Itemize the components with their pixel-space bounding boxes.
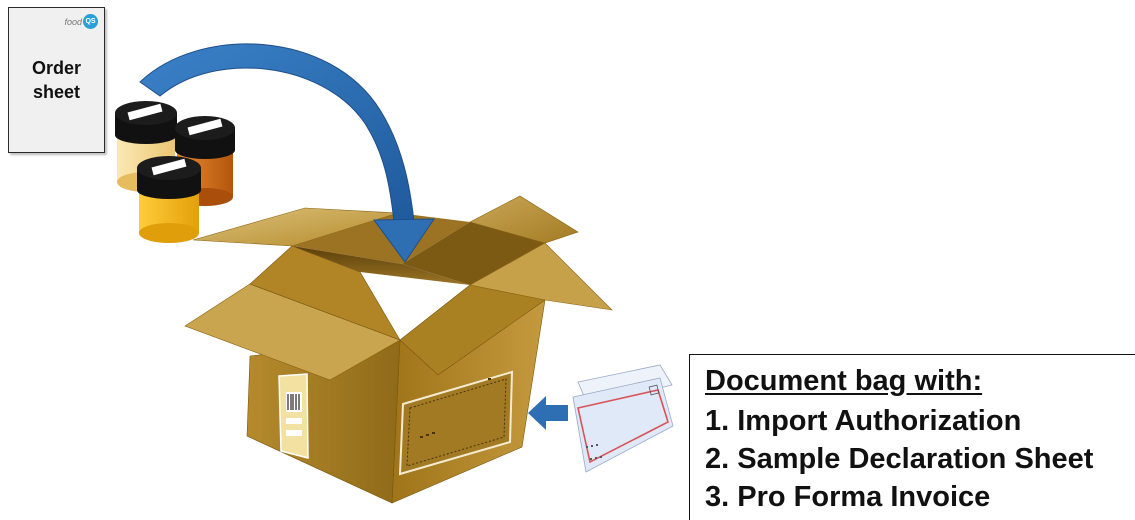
brand-logo: food QS [64, 14, 98, 29]
order-sheet: food QS Order sheet [8, 7, 105, 153]
cardboard-box-icon [184, 195, 613, 504]
barcode-label-icon [278, 373, 309, 459]
document-bag-heading: Document bag with: [705, 365, 983, 397]
curved-arrow-icon [139, 43, 435, 263]
order-sheet-title: Order sheet [31, 58, 82, 102]
logo-text: food [64, 16, 82, 27]
document-bag-box: Document bag with: 1. Import Authorizati… [689, 354, 1135, 520]
envelope-icon [572, 364, 674, 473]
logo-badge-icon: QS [83, 14, 98, 29]
list-item: 1. Import Authorization [705, 405, 1022, 437]
document-pouch [398, 370, 514, 476]
sample-jars [115, 101, 235, 243]
list-item: 2. Sample Declaration Sheet [705, 443, 1094, 475]
list-item: 3. Pro Forma Invoice [705, 481, 991, 513]
arrow-left-icon [528, 396, 568, 430]
sample-jar-icon [137, 156, 201, 243]
document-list: 1. Import Authorization 2. Sample Declar… [705, 402, 1093, 516]
